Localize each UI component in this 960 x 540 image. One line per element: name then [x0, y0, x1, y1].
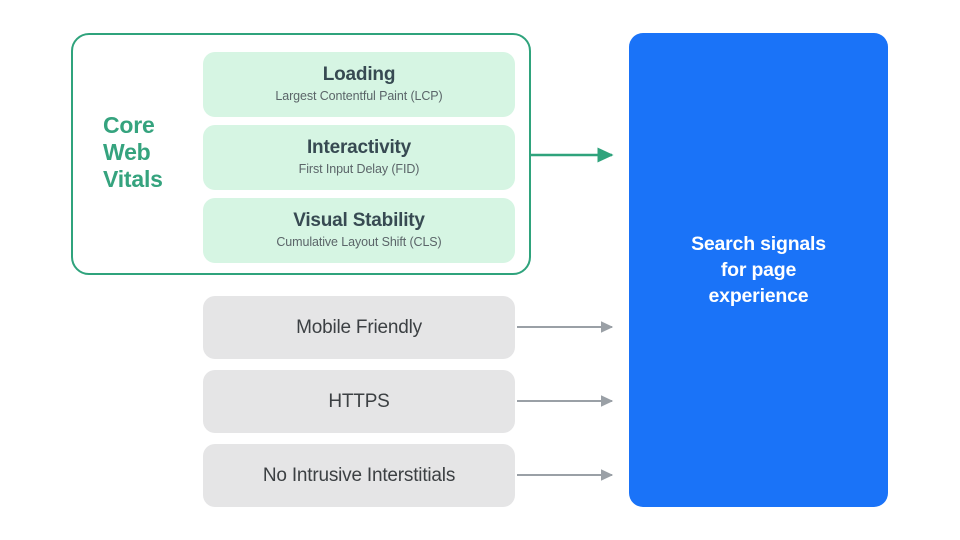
- metric-subtitle: Largest Contentful Paint (LCP): [275, 89, 443, 104]
- metric-subtitle: Cumulative Layout Shift (CLS): [276, 235, 442, 250]
- core-web-vitals-label-line-2: Web: [103, 139, 151, 166]
- core-web-vitals-label: Core Web Vitals: [103, 112, 195, 193]
- search-signals-text: Search signals for page experience: [691, 232, 826, 308]
- metric-card-interactivity[interactable]: Interactivity First Input Delay (FID): [203, 125, 515, 190]
- signal-label: Mobile Friendly: [296, 316, 422, 338]
- metric-title: Interactivity: [306, 137, 412, 159]
- core-web-vitals-label-line-3: Vitals: [103, 166, 163, 193]
- metric-subtitle: First Input Delay (FID): [298, 162, 420, 177]
- core-web-vitals-label-line-1: Core: [103, 112, 155, 138]
- signal-label: HTTPS: [328, 390, 390, 412]
- metric-title: Visual Stability: [293, 210, 425, 232]
- metric-card-loading[interactable]: Loading Largest Contentful Paint (LCP): [203, 52, 515, 117]
- search-signals-box[interactable]: Search signals for page experience: [629, 33, 888, 507]
- metric-title: Loading: [322, 64, 396, 86]
- core-web-vitals-container: [71, 33, 531, 275]
- signal-card-no-intrusive-interstitials[interactable]: No Intrusive Interstitials: [203, 444, 515, 507]
- signal-label: No Intrusive Interstitials: [262, 464, 456, 486]
- signal-card-mobile-friendly[interactable]: Mobile Friendly: [203, 296, 515, 359]
- metric-card-visual-stability[interactable]: Visual Stability Cumulative Layout Shift…: [203, 198, 515, 263]
- signal-card-https[interactable]: HTTPS: [203, 370, 515, 433]
